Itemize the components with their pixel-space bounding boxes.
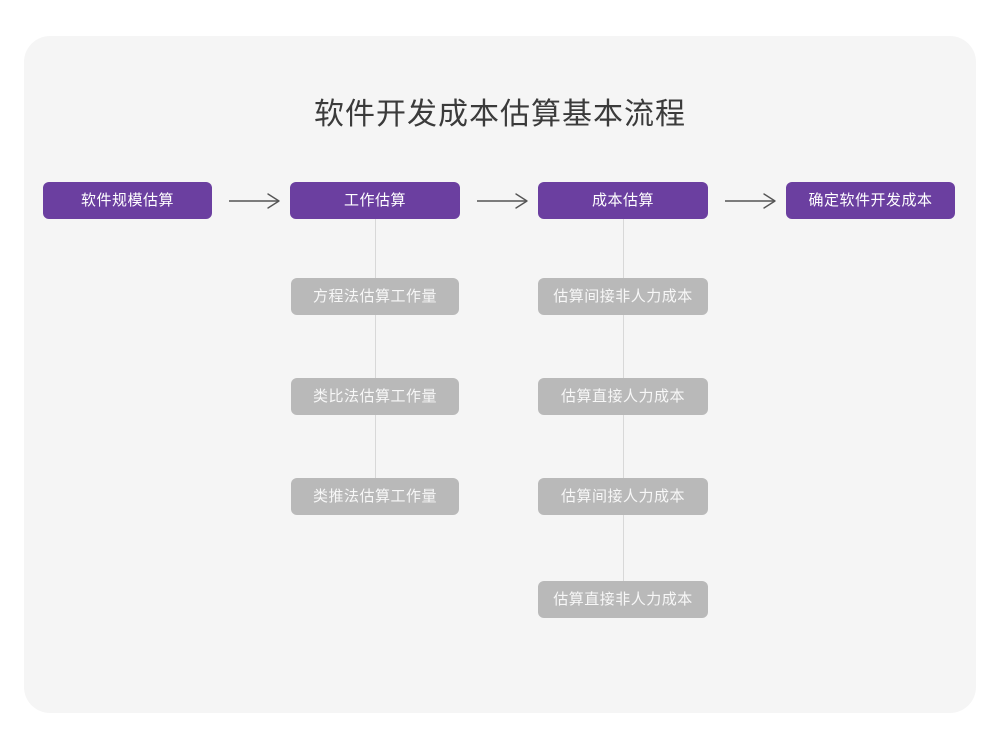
connector-cost-2 [623,315,624,378]
connector-effort-3 [375,415,376,478]
node-direct-labor-cost[interactable]: 估算直接人力成本 [538,378,708,415]
diagram-card-background [24,36,976,713]
node-determine-development-cost[interactable]: 确定软件开发成本 [786,182,955,219]
node-indirect-non-labor-cost[interactable]: 估算间接非人力成本 [538,278,708,315]
connector-effort-1 [375,219,376,278]
node-equation-method-effort[interactable]: 方程法估算工作量 [291,278,459,315]
node-effort-estimation[interactable]: 工作估算 [290,182,460,219]
connector-cost-1 [623,219,624,278]
node-indirect-labor-cost[interactable]: 估算间接人力成本 [538,478,708,515]
arrow-2-icon [477,193,528,209]
node-cost-estimation[interactable]: 成本估算 [538,182,708,219]
arrow-1-icon [229,193,280,209]
node-software-size-estimation[interactable]: 软件规模估算 [43,182,212,219]
connector-cost-4 [623,515,624,581]
diagram-title: 软件开发成本估算基本流程 [314,98,686,131]
node-analogous-inference-method-effort[interactable]: 类推法估算工作量 [291,478,459,515]
node-direct-non-labor-cost[interactable]: 估算直接非人力成本 [538,581,708,618]
node-analogy-method-effort[interactable]: 类比法估算工作量 [291,378,459,415]
connector-cost-3 [623,415,624,478]
connector-effort-2 [375,315,376,378]
arrow-3-icon [725,193,776,209]
